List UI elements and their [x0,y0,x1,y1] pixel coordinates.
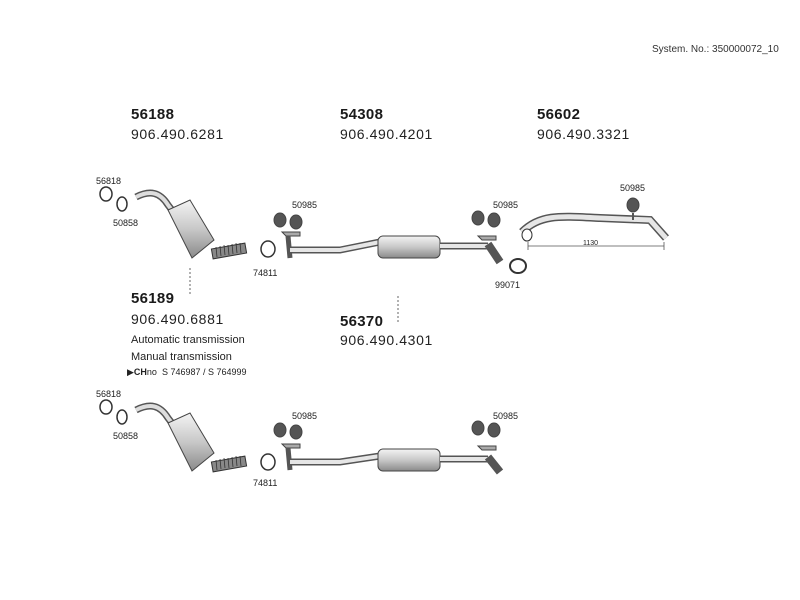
rear-pipe-top [519,197,669,250]
middle-silencer-bottom [273,420,504,475]
label-50858-top: 50858 [113,218,139,228]
hanger-icon [471,420,485,436]
chassis-range-note: ▶CHno S 746987 / S 764999 [127,367,247,378]
manual-transmission-note: Manual transmission [131,351,232,363]
label-74811-top: 74811 [253,268,278,278]
hanger-icon [626,197,640,213]
part-number-56370: 56370 [340,313,384,330]
ring-50858-icon [116,196,128,212]
label-50985-top-a: 50985 [292,200,318,210]
oe-number-56188: 906.490.6281 [131,126,224,142]
dimension-1130: 1130 [583,240,599,247]
automatic-transmission-note: Automatic transmission [131,334,245,346]
chassis-range: S 746987 / S 764999 [161,367,247,377]
hanger-icon [273,422,287,438]
label-50985-bottom-b: 50985 [493,411,519,421]
label-74811-bottom: 74811 [253,478,278,488]
hanger-icon [289,214,303,230]
part-number-56189: 56189 [131,290,175,307]
clamp-74811-icon [260,453,276,471]
front-pipe-with-converter-bottom [99,399,276,473]
middle-silencer-top [273,210,504,324]
label-99071: 99071 [495,280,521,290]
hanger-icon [273,212,287,228]
label-50985-top-c: 50985 [620,183,646,193]
label-50858-bottom: 50858 [113,431,139,441]
chassis-marker: CH [133,367,147,377]
part-number-56188: 56188 [131,106,175,123]
chassis-arrow-icon: ▶ [127,367,134,377]
part-number-56602: 56602 [537,106,581,123]
hanger-icon [471,210,485,226]
label-50985-top-b: 50985 [493,200,519,210]
clamp-56818-icon [99,399,113,415]
clamp-56818-icon [99,186,113,202]
clamp-99071-icon [509,258,527,274]
chassis-suffix: no [146,367,157,377]
label-50985-bottom-a: 50985 [292,411,318,421]
hanger-icon [487,422,501,438]
part-number-54308: 54308 [340,106,384,123]
oe-number-56602: 906.490.3321 [537,126,630,142]
label-56818-top: 56818 [96,176,122,186]
oe-number-54308: 906.490.4201 [340,126,433,142]
clamp-74811-icon [260,240,276,258]
hanger-icon [289,424,303,440]
system-number: System. No.: 350000072_10 [652,44,779,55]
oe-number-56189: 906.490.6881 [131,311,224,327]
oe-number-56370: 906.490.4301 [340,332,433,348]
hanger-icon [487,212,501,228]
front-pipe-with-converter-top [99,186,276,294]
ring-50858-icon [116,409,128,425]
label-56818-bottom: 56818 [96,389,122,399]
